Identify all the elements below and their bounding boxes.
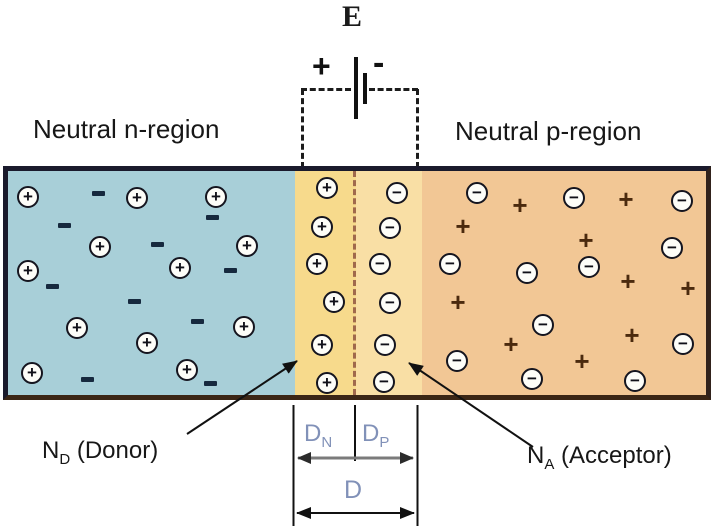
donor-ion-icon: + bbox=[233, 316, 255, 338]
depletion-negative-ion-icon: − bbox=[374, 334, 396, 356]
dp-subscript: P bbox=[379, 433, 390, 451]
acceptor-ion-icon: − bbox=[439, 253, 461, 275]
acceptor-ion-icon: − bbox=[563, 187, 585, 209]
free-electron-icon bbox=[191, 319, 204, 324]
free-electron-icon bbox=[204, 381, 217, 386]
free-electron-icon bbox=[58, 223, 71, 228]
depletion-negative-ion-icon: − bbox=[386, 182, 408, 204]
circuit-wire-top-right bbox=[369, 88, 418, 91]
free-electron-icon bbox=[224, 268, 237, 273]
free-hole-icon: + bbox=[680, 273, 696, 303]
dp-symbol: D bbox=[362, 420, 380, 447]
depletion-p-width-label: DP bbox=[362, 420, 389, 451]
acceptor-concentration-label: NA (Acceptor) bbox=[527, 442, 672, 473]
metallurgical-junction-line bbox=[353, 171, 356, 395]
depletion-positive-ion-icon: + bbox=[311, 334, 333, 356]
donor-ion-icon: + bbox=[17, 186, 39, 208]
depletion-positive-ion-icon: + bbox=[323, 291, 345, 313]
free-hole-icon: + bbox=[578, 225, 594, 255]
donor-ion-icon: + bbox=[205, 186, 227, 208]
free-hole-icon: + bbox=[450, 287, 466, 317]
acceptor-ion-icon: − bbox=[516, 262, 538, 284]
acceptor-ion-icon: − bbox=[661, 237, 683, 259]
acceptor-ion-icon: − bbox=[578, 256, 600, 278]
donor-ion-icon: + bbox=[176, 359, 198, 381]
free-electron-icon bbox=[206, 215, 219, 220]
donor-ion-icon: + bbox=[66, 317, 88, 339]
acceptor-ion-icon: − bbox=[671, 190, 693, 212]
depletion-positive-ion-icon: + bbox=[316, 177, 338, 199]
free-electron-icon bbox=[151, 242, 164, 247]
free-hole-icon: + bbox=[624, 320, 640, 350]
battery-positive-label: + bbox=[312, 48, 331, 84]
depletion-negative-ion-icon: − bbox=[373, 371, 395, 393]
free-hole-icon: + bbox=[620, 266, 636, 296]
acceptor-symbol: N bbox=[527, 442, 545, 469]
circuit-wire-top-left bbox=[301, 88, 351, 91]
circuit-wire-down-left bbox=[301, 89, 304, 168]
depletion-n-width-label: DN bbox=[304, 420, 332, 451]
free-hole-icon: + bbox=[455, 211, 471, 241]
free-electron-icon bbox=[46, 284, 59, 289]
donor-pointer-arrow bbox=[186, 360, 298, 435]
depletion-positive-ion-icon: + bbox=[306, 253, 328, 275]
battery-positive-plate-icon bbox=[354, 57, 358, 119]
free-hole-icon: + bbox=[618, 184, 634, 214]
n-region-band bbox=[8, 171, 295, 395]
donor-ion-icon: + bbox=[169, 257, 191, 279]
dn-subscript: N bbox=[321, 433, 333, 451]
free-electron-icon bbox=[92, 191, 105, 196]
depletion-positive-ion-icon: + bbox=[316, 372, 338, 394]
donor-concentration-label: ND (Donor) bbox=[42, 437, 158, 468]
donor-ion-icon: + bbox=[21, 362, 43, 384]
battery-negative-plate-icon bbox=[363, 73, 367, 104]
neutral-n-region-label: Neutral n-region bbox=[33, 114, 220, 144]
donor-text: (Donor) bbox=[70, 437, 159, 464]
total-depletion-width-label: D bbox=[344, 476, 363, 504]
neutral-p-region-label: Neutral p-region bbox=[455, 116, 642, 146]
donor-subscript: D bbox=[59, 450, 71, 468]
free-hole-icon: + bbox=[574, 346, 590, 376]
free-electron-icon bbox=[81, 377, 94, 382]
acceptor-text: (Acceptor) bbox=[554, 442, 672, 469]
electric-field-label: E bbox=[342, 0, 363, 33]
depletion-n-side-band bbox=[295, 171, 356, 395]
depletion-negative-ion-icon: − bbox=[369, 253, 391, 275]
acceptor-ion-icon: − bbox=[672, 333, 694, 355]
battery-negative-label: - bbox=[373, 44, 385, 82]
free-hole-icon: + bbox=[503, 329, 519, 359]
acceptor-ion-icon: − bbox=[446, 350, 468, 372]
semiconductor-bar bbox=[3, 166, 711, 400]
acceptor-pointer-arrow bbox=[408, 362, 534, 448]
depletion-p-side-band bbox=[356, 171, 422, 395]
donor-ion-icon: + bbox=[136, 332, 158, 354]
donor-ion-icon: + bbox=[126, 187, 148, 209]
dn-symbol: D bbox=[304, 420, 322, 447]
donor-ion-icon: + bbox=[17, 260, 39, 282]
depletion-negative-ion-icon: − bbox=[379, 217, 401, 239]
acceptor-subscript: A bbox=[544, 455, 555, 473]
acceptor-ion-icon: − bbox=[466, 182, 488, 204]
free-hole-icon: + bbox=[512, 190, 528, 220]
donor-symbol: N bbox=[42, 437, 60, 464]
depletion-positive-ion-icon: + bbox=[311, 216, 333, 238]
acceptor-ion-icon: − bbox=[624, 370, 646, 392]
acceptor-ion-icon: − bbox=[521, 368, 543, 390]
circuit-wire-down-right bbox=[416, 89, 419, 168]
donor-ion-icon: + bbox=[236, 235, 258, 257]
acceptor-ion-icon: − bbox=[532, 314, 554, 336]
donor-ion-icon: + bbox=[89, 236, 111, 258]
depletion-negative-ion-icon: − bbox=[379, 292, 401, 314]
p-region-band bbox=[422, 171, 706, 395]
free-electron-icon bbox=[128, 299, 141, 304]
